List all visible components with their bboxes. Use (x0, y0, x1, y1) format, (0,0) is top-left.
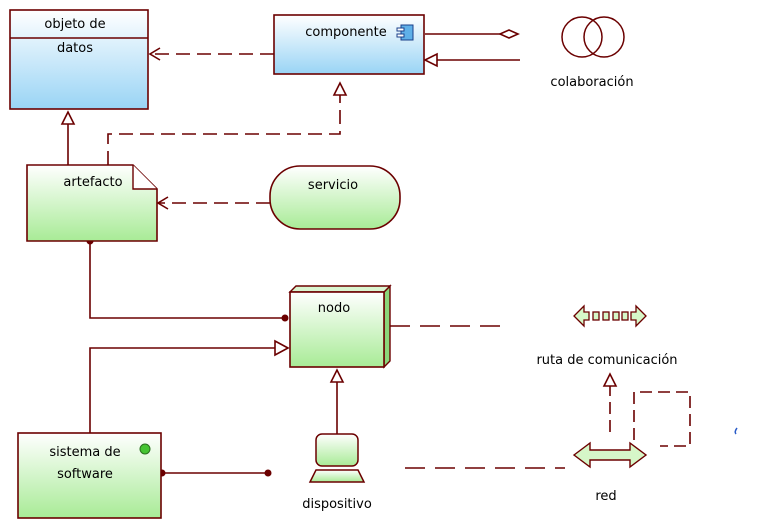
open-arrowhead (156, 196, 169, 210)
element-label: ruta de comunicación (536, 353, 677, 368)
device-icon (308, 433, 366, 483)
element-sistema-de-software[interactable]: sistema de software (17, 432, 162, 519)
element-componente[interactable]: componente (273, 14, 425, 75)
hollow-triangle (60, 110, 76, 125)
node-box-top (288, 285, 392, 293)
data-object-box (9, 9, 149, 110)
self-loop-connector-red[interactable] (633, 391, 691, 447)
realization-connector-sistema-nodo[interactable] (89, 347, 275, 433)
element-label: red (595, 489, 616, 504)
element-label: dispositivo (302, 497, 372, 512)
element-ruta-de-comunicacion[interactable]: ruta de comunicación (536, 304, 678, 368)
element-label: servicio (308, 178, 358, 193)
realization-connector-artefacto-componente[interactable] (107, 95, 341, 165)
connectors (60, 29, 691, 474)
element-label: nodo (318, 301, 350, 316)
element-colaboracion[interactable]: colaboración (550, 16, 634, 90)
hollow-triangle (602, 372, 618, 387)
element-dispositivo[interactable]: dispositivo (302, 433, 372, 512)
system-software-box (17, 432, 162, 519)
hollow-triangle (274, 339, 290, 357)
hollow-triangle (332, 81, 348, 96)
service-shape (269, 165, 401, 230)
junction-dot (281, 314, 289, 322)
junction-dot (264, 469, 272, 477)
collaboration-icon (561, 16, 625, 58)
element-label: objeto de (44, 17, 105, 32)
status-dot-icon (139, 443, 151, 455)
node-box (289, 291, 385, 368)
element-label: datos (57, 41, 93, 56)
communication-path-icon (573, 304, 647, 328)
element-label: componente (305, 25, 387, 40)
element-artefacto[interactable]: artefacto (26, 164, 158, 242)
element-servicio[interactable]: servicio (269, 165, 401, 230)
component-box (273, 14, 425, 75)
network-icon (572, 441, 648, 469)
artifact-box (26, 164, 158, 242)
hollow-triangle (329, 368, 345, 383)
assignment-connector-artefacto-nodo[interactable] (89, 241, 285, 319)
open-arrowhead (148, 47, 161, 61)
node-box-side (383, 284, 391, 369)
element-label: software (57, 467, 113, 482)
element-label: sistema de (49, 445, 120, 460)
element-nodo[interactable]: nodo (288, 284, 392, 369)
element-red[interactable]: red (572, 441, 648, 504)
hollow-diamond (498, 29, 520, 39)
element-label: artefacto (63, 175, 122, 190)
component-icon (396, 24, 414, 41)
artifact-folded-corner (132, 165, 157, 190)
hollow-triangle (423, 52, 438, 68)
stray-mark (734, 427, 738, 435)
element-label: colaboración (550, 75, 633, 90)
element-objeto-de-datos[interactable]: objeto de datos (9, 9, 149, 110)
